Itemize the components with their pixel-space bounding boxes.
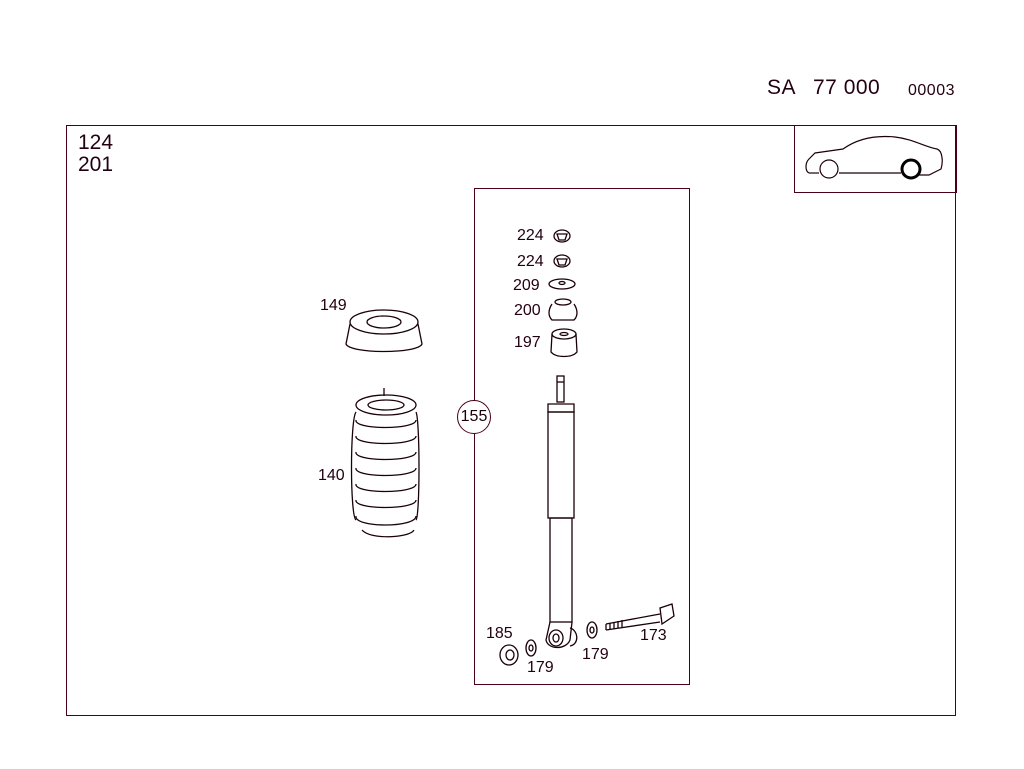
washer-icon — [586, 621, 598, 639]
rubber-mount-icon — [550, 328, 578, 358]
model-code-2: 201 — [78, 153, 114, 176]
model-code-1: 124 — [78, 131, 114, 154]
washer-icon — [548, 278, 576, 290]
part-label-224-top[interactable]: 224 — [517, 227, 544, 244]
part-label-200[interactable]: 200 — [514, 302, 541, 319]
rubber-bushing-icon — [548, 298, 578, 321]
sheet-number: 00003 — [908, 82, 955, 99]
diagram-code-number: 77 000 — [813, 76, 881, 99]
group-number-badge[interactable]: 155 — [457, 400, 491, 434]
part-label-149[interactable]: 149 — [320, 297, 347, 314]
nut-icon — [553, 229, 571, 243]
part-label-173[interactable]: 173 — [640, 627, 667, 644]
car-side-icon — [805, 135, 943, 180]
shock-absorber-group-box — [474, 188, 690, 685]
coil-spring-icon — [350, 388, 420, 538]
part-label-224-bottom[interactable]: 224 — [517, 253, 544, 270]
part-label-140[interactable]: 140 — [318, 467, 345, 484]
lock-nut-icon — [499, 644, 519, 666]
diagram-frame — [66, 125, 956, 716]
diagram-code-prefix: SA — [767, 76, 797, 99]
washer-icon — [525, 639, 537, 657]
part-label-197[interactable]: 197 — [514, 334, 541, 351]
bolt-icon — [605, 603, 675, 631]
part-label-185[interactable]: 185 — [486, 625, 513, 642]
part-label-179-left[interactable]: 179 — [527, 659, 554, 676]
vehicle-thumbnail — [794, 125, 957, 193]
spring-pad-icon — [345, 309, 423, 353]
nut-icon — [553, 254, 571, 268]
shock-absorber-icon — [545, 375, 578, 649]
part-label-209[interactable]: 209 — [513, 277, 540, 294]
part-label-179-right[interactable]: 179 — [582, 646, 609, 663]
